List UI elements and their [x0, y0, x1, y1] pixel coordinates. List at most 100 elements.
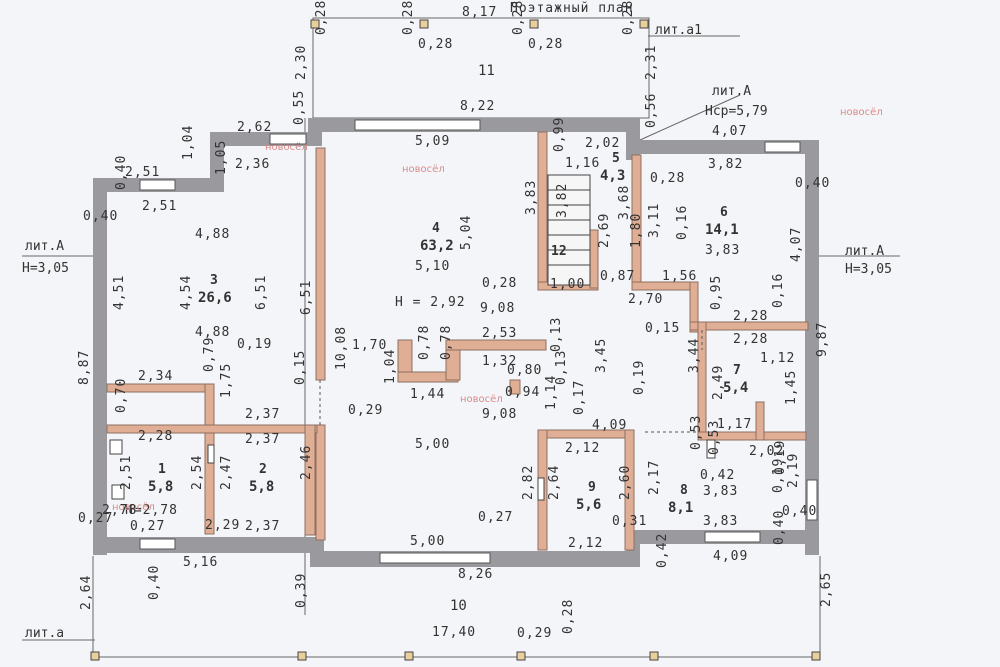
- dimension-label: 0,16: [771, 273, 786, 308]
- dimension-label: 2,19: [786, 453, 801, 488]
- door-marks: [319, 330, 703, 433]
- dimension-label: 0,31: [612, 514, 647, 529]
- dimension-label: 1,80: [629, 213, 644, 248]
- dimension-label: 2,49: [711, 365, 726, 400]
- dimension-label: 9,87: [815, 322, 830, 357]
- dimension-label: 2,02: [749, 444, 784, 459]
- dimension-label: 0,78: [417, 325, 432, 360]
- dimension-label: 8,22: [460, 99, 495, 114]
- dimension-label: 0,28: [482, 276, 517, 291]
- dimension-label: 4,09: [592, 418, 627, 433]
- room-7-area: 5,4: [723, 380, 748, 396]
- dimension-label: 2,29: [205, 518, 240, 533]
- dimension-label: 4,07: [789, 227, 804, 262]
- dimension-label: 4,51: [112, 275, 127, 310]
- dimension-label: 0,28: [511, 0, 526, 35]
- dimension-label: 2,60: [618, 465, 633, 500]
- dimension-label: 0,40: [83, 209, 118, 224]
- dimension-label: 1,70: [352, 338, 387, 353]
- dimension-label: 0,19: [771, 458, 786, 493]
- dimension-label: 2,47: [219, 455, 234, 490]
- dimension-label: 2,37: [245, 432, 280, 447]
- dimension-label: 0,94: [505, 385, 540, 400]
- dimension-label: 0,80: [507, 363, 542, 378]
- logo-text-5: новосёл: [112, 502, 155, 513]
- dimension-label: 2,31: [644, 45, 659, 80]
- dimension-label: 0,79: [202, 337, 217, 372]
- room-1-number: 1: [158, 462, 166, 477]
- dimension-label: 0,17: [572, 380, 587, 415]
- dimension-label: 4,88: [195, 325, 230, 340]
- dimension-label: 4,07: [712, 124, 747, 139]
- room-2-number: 2: [259, 462, 267, 477]
- dimension-label: 0,28: [314, 0, 329, 35]
- dimension-label: 0,56: [644, 93, 659, 128]
- dimension-label: 4,54: [179, 275, 194, 310]
- lit-A-right-label: лит.А: [845, 244, 884, 259]
- dimension-label: 5,00: [410, 534, 445, 549]
- logo-text-3: новосёл: [402, 164, 445, 175]
- dimension-label: 4,88: [195, 227, 230, 242]
- dimension-label: 0,42: [700, 468, 735, 483]
- dimension-label: 0,95: [709, 275, 724, 310]
- dimension-label: 6,51: [254, 275, 269, 310]
- dimension-label: 2,78: [102, 503, 137, 518]
- logo-text-2: новосёл: [265, 142, 308, 153]
- dimension-label: 1,00: [550, 277, 585, 292]
- dimension-label: 3,45: [594, 338, 609, 373]
- dimension-label: 1,17: [717, 417, 752, 432]
- windows: [139, 119, 818, 564]
- room-7-number: 7: [733, 363, 741, 378]
- h-right-label: Н=3,05: [845, 262, 892, 277]
- logo-text-1: новосёл: [840, 107, 883, 118]
- dimension-label: 1,04: [383, 349, 398, 384]
- room-5-number: 5: [612, 151, 620, 166]
- dimension-label: 2,02: [585, 136, 620, 151]
- dimension-label: 2,30: [294, 45, 309, 80]
- dimension-label: 0,28: [528, 37, 563, 52]
- dimension-label: 3,68: [617, 185, 632, 220]
- text-layer: Поэтажный план 8,17 лит.а1 лит.А Нср=5,7…: [22, 1, 892, 641]
- dimension-label: 0,40: [114, 155, 129, 190]
- dimension-label: 2,46: [299, 445, 314, 480]
- logo-text-4: новосёл: [460, 394, 503, 405]
- room-8-number: 8: [680, 483, 688, 498]
- dimension-label: 0,40: [782, 504, 817, 519]
- dimension-label: 2,17: [647, 460, 662, 495]
- dimension-label: 1,05: [214, 140, 229, 175]
- dimension-label: 0,27: [78, 511, 113, 526]
- dimension-label: 0,19: [773, 440, 788, 475]
- room-10-number: 10: [450, 598, 467, 614]
- dimension-label: 0,78: [439, 325, 454, 360]
- dimension-label: 5,16: [183, 555, 218, 570]
- room-3-number: 3: [210, 273, 218, 288]
- dimension-label: 3,83: [524, 180, 539, 215]
- dimension-label: 1,56: [662, 269, 697, 284]
- dimension-label: 1,32: [482, 354, 517, 369]
- dimension-label: 3,44: [687, 338, 702, 373]
- room-12-number: 12: [551, 244, 567, 259]
- dimension-label: 9,08: [482, 407, 517, 422]
- top-dim: 8,17: [462, 5, 497, 20]
- dimension-label: 0,28: [401, 0, 416, 35]
- dimension-label: 3,83: [705, 243, 740, 258]
- room-11-number: 11: [478, 63, 495, 79]
- dimension-label: 1,14: [544, 375, 559, 410]
- lit-a1-label: лит.а1: [655, 23, 702, 38]
- dimension-label: 2,28: [733, 332, 768, 347]
- dimension-label: 1,12: [760, 351, 795, 366]
- dimension-label: 10,08: [334, 326, 349, 370]
- dimension-label: 0,28: [561, 599, 576, 634]
- dimension-label: 0,87: [600, 269, 635, 284]
- dimension-label: 2,28: [138, 429, 173, 444]
- dimension-label: 0,42: [655, 533, 670, 568]
- dimension-label: 2,82: [521, 465, 536, 500]
- dimension-label: 2,12: [568, 536, 603, 551]
- dimension-label: 5,04: [459, 215, 474, 250]
- dimension-label: 2,70: [628, 292, 663, 307]
- dimension-label: 0,39: [294, 573, 309, 608]
- lit-A-left-label: лит.А: [25, 239, 64, 254]
- dimension-label: 3,82: [708, 157, 743, 172]
- dimension-label: 2,51: [119, 455, 134, 490]
